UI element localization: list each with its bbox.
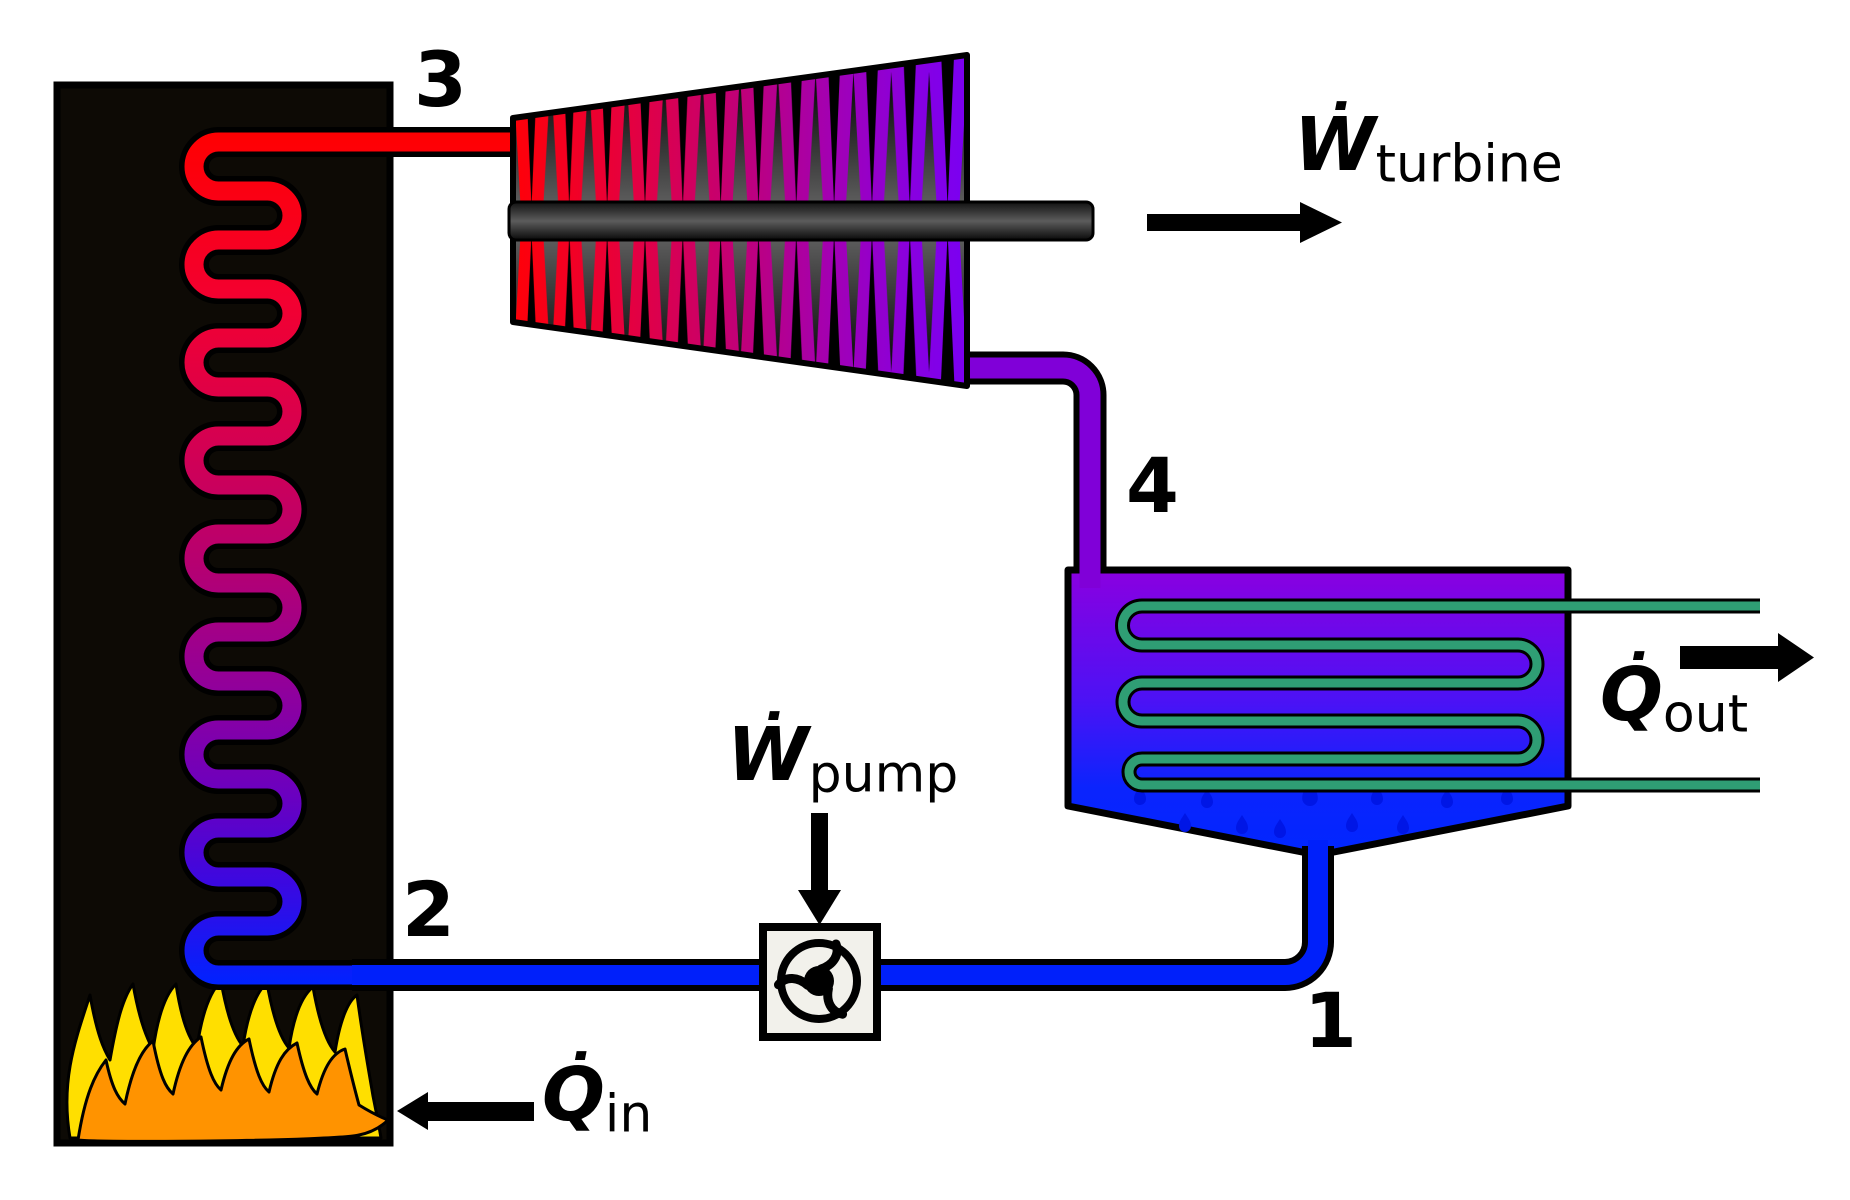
turbine — [507, 52, 1095, 389]
state-point-1: 1 — [1304, 976, 1357, 1065]
turbine-shaft — [507, 200, 1095, 242]
cooling-water-coil — [1115, 598, 1760, 793]
turbine-work-label: Ẇturbine — [1294, 102, 1563, 195]
pump — [759, 923, 881, 1041]
flames-icon — [65, 979, 390, 1143]
state-point-4: 4 — [1126, 441, 1179, 530]
pump-work-label: Ẇpump — [727, 712, 959, 805]
state-point-2: 2 — [402, 865, 455, 954]
heat-in-arrow — [397, 1092, 534, 1130]
turbine-exhaust-pipe — [955, 351, 1107, 588]
state-point-3: 3 — [414, 35, 467, 124]
boiler-coil-pipe — [179, 127, 516, 990]
heat-in-label: Q̇in — [542, 1052, 653, 1145]
heat-out-arrow — [1680, 633, 1814, 682]
pump-work-arrow — [798, 813, 841, 925]
turbine-work-arrow — [1147, 202, 1342, 243]
heat-out-label: Q̇out — [1600, 652, 1749, 745]
